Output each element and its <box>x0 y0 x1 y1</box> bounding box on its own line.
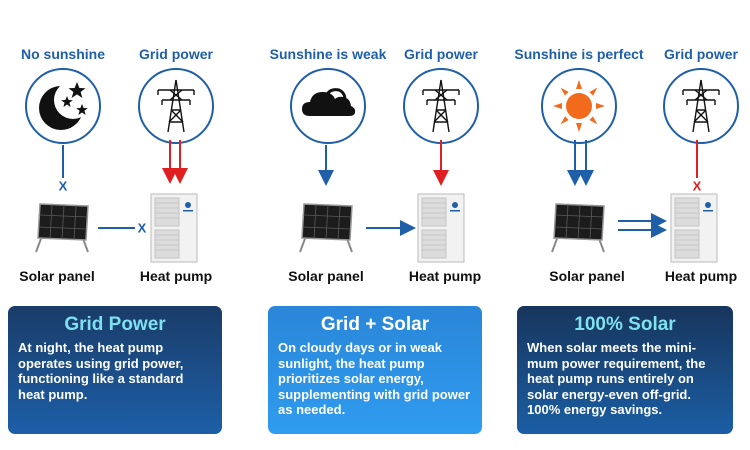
solar-panel-icon-3 <box>551 203 605 253</box>
moon-stars-icon <box>25 68 101 144</box>
full-solar-card-text: When solar meets the mini-mum power requ… <box>527 340 706 417</box>
grid-tower-icon-2 <box>403 68 479 144</box>
heat-pump-icon-1 <box>150 193 198 263</box>
col2-grid-label: Grid power <box>404 46 478 62</box>
col1-panel-label: Solar panel <box>19 268 95 284</box>
sun-icon <box>541 68 617 144</box>
full-solar-card-title: 100% Solar <box>574 314 676 335</box>
col2-panel-label: Solar panel <box>288 268 364 284</box>
col1-panel-pump-x-mark: X <box>137 220 147 236</box>
solar-panel-icon-1 <box>35 203 89 253</box>
heat-pump-icon-2 <box>417 193 465 263</box>
grid-tower-icon-1 <box>138 68 214 144</box>
cloud-icon <box>290 68 366 144</box>
solar-panel-icon-2 <box>299 203 353 253</box>
grid-power-card-title: Grid Power <box>64 314 166 335</box>
full-solar-card: 100% Solar When solar meets the mini-mum… <box>517 306 733 434</box>
grid-power-card: Grid Power At night, the heat pump opera… <box>8 306 222 434</box>
col2-pump-label: Heat pump <box>408 268 482 284</box>
col1-solar-x-mark: X <box>58 178 68 194</box>
col2-source-label: Sunshine is weak <box>269 46 387 62</box>
grid-solar-card-text: On cloudy days or in weak sunlight, the … <box>278 340 471 417</box>
col3-source-label: Sunshine is perfect <box>514 46 644 62</box>
col1-grid-label: Grid power <box>139 46 213 62</box>
grid-power-card-text: At night, the heat pump operates using g… <box>18 340 184 402</box>
col1-pump-label: Heat pump <box>139 268 213 284</box>
heat-pump-icon-3 <box>670 193 718 263</box>
col1-source-label: No sunshine <box>20 46 106 62</box>
col3-grid-x-mark: X <box>692 178 702 194</box>
col3-grid-label: Grid power <box>664 46 738 62</box>
grid-solar-card-title: Grid + Solar <box>320 314 430 335</box>
grid-tower-icon-3 <box>663 68 739 144</box>
col3-pump-label: Heat pump <box>664 268 738 284</box>
col3-panel-label: Solar panel <box>549 268 625 284</box>
grid-solar-card: Grid + Solar On cloudy days or in weak s… <box>268 306 482 434</box>
